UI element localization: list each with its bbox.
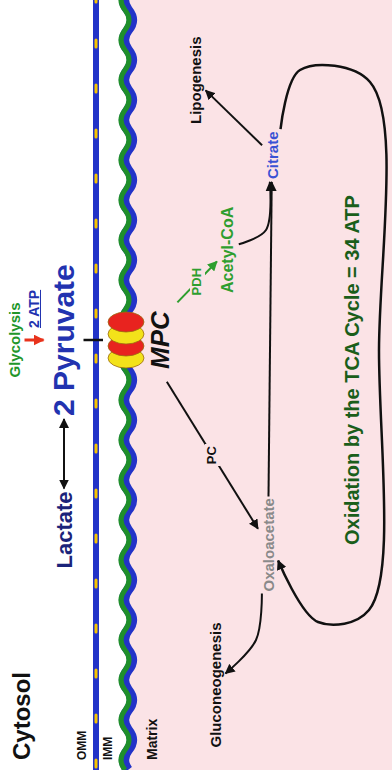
- reaction-arrow: [268, 182, 271, 497]
- reaction-arrow: [25, 339, 44, 342]
- compartment-label: Cytosol: [8, 672, 36, 760]
- reaction-arrow: [177, 261, 217, 302]
- metabolite-label: Oxaloacetate: [260, 498, 277, 591]
- metabolite-label: Lactate: [52, 491, 77, 568]
- matrix-region: [124, 0, 392, 770]
- node-text: 2 Pyruvate: [47, 264, 82, 416]
- node-text: Acetyl-CoA: [219, 207, 237, 293]
- pathway-label: Gluconeogenesis: [207, 622, 224, 747]
- node-text: Lipogenesis: [187, 36, 204, 124]
- reaction-arrow: [239, 182, 271, 244]
- outer-membrane: [93, 0, 99, 770]
- metabolite-label: Citrate: [264, 131, 281, 179]
- node-text: Lactate: [52, 491, 77, 568]
- outer-membrane-dots: [95, 0, 98, 767]
- edge-label: Oxidation by the TCA Cycle = 34 ATP: [341, 193, 364, 547]
- pathway-label: Glycolysis: [6, 302, 23, 377]
- reaction-arrow: [63, 419, 65, 489]
- metabolite-label: Acetyl-CoA: [219, 207, 237, 293]
- transporter-subunit: [108, 312, 144, 332]
- membrane-label: OMM: [76, 731, 90, 760]
- transporter-protein: MPC: [106, 300, 176, 380]
- node-text: Gluconeogenesis: [207, 622, 224, 747]
- edge-label: 2 ATP: [26, 288, 42, 330]
- node-text: MPC: [146, 300, 176, 380]
- node-text: Glycolysis: [6, 302, 23, 377]
- pathway-label: Lipogenesis: [187, 36, 204, 124]
- reaction-arrow: [206, 90, 262, 145]
- reaction-arrow: [84, 339, 104, 342]
- transporter-subunits: [106, 300, 146, 380]
- compartment-label: Matrix: [144, 719, 160, 760]
- edge-label: PC: [205, 444, 220, 466]
- inner-membrane-green: [121, 0, 129, 770]
- membrane-label: IMM: [102, 737, 116, 760]
- reaction-arrow: [167, 382, 258, 529]
- reaction-arrow: [226, 593, 262, 673]
- reaction-arrow: [278, 65, 386, 625]
- node-text: Citrate: [264, 131, 281, 179]
- metabolite-label: 2 Pyruvate: [47, 264, 82, 416]
- node-text: Oxaloacetate: [260, 498, 277, 591]
- edge-label: PDH: [190, 266, 205, 297]
